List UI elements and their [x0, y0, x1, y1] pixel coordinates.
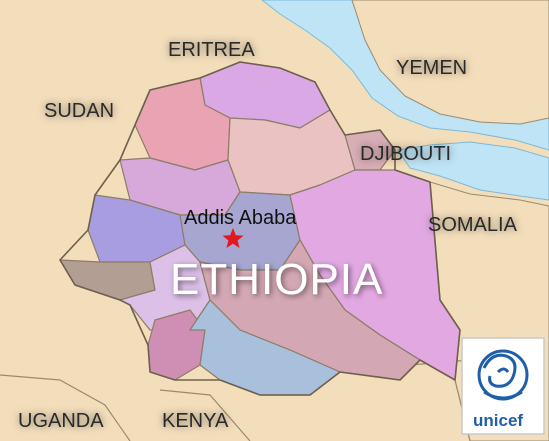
- ethiopia-regions: [59, 61, 461, 396]
- gulf-of-aden: [397, 141, 549, 201]
- border-lines: [0, 359, 471, 441]
- label-kenya: KENYA: [162, 410, 229, 432]
- ethiopia-outline: [59, 61, 461, 396]
- label-uganda: UGANDA: [18, 410, 104, 432]
- label-djibouti: DJIBOUTI: [360, 143, 451, 165]
- label-eritrea: ERITREA: [168, 39, 255, 61]
- unicef-wordmark: unicef: [473, 411, 523, 430]
- country-title: ETHIOPIA: [170, 255, 383, 304]
- yemen-land: [351, 0, 549, 125]
- label-yemen: YEMEN: [396, 57, 467, 79]
- capital-star-icon: [222, 228, 244, 248]
- capital-label: Addis Ababa: [184, 207, 297, 229]
- unicef-logo: unicef: [461, 337, 545, 435]
- label-somalia: SOMALIA: [428, 214, 518, 236]
- unicef-emblem-icon: [477, 349, 529, 401]
- label-sudan: SUDAN: [44, 100, 114, 122]
